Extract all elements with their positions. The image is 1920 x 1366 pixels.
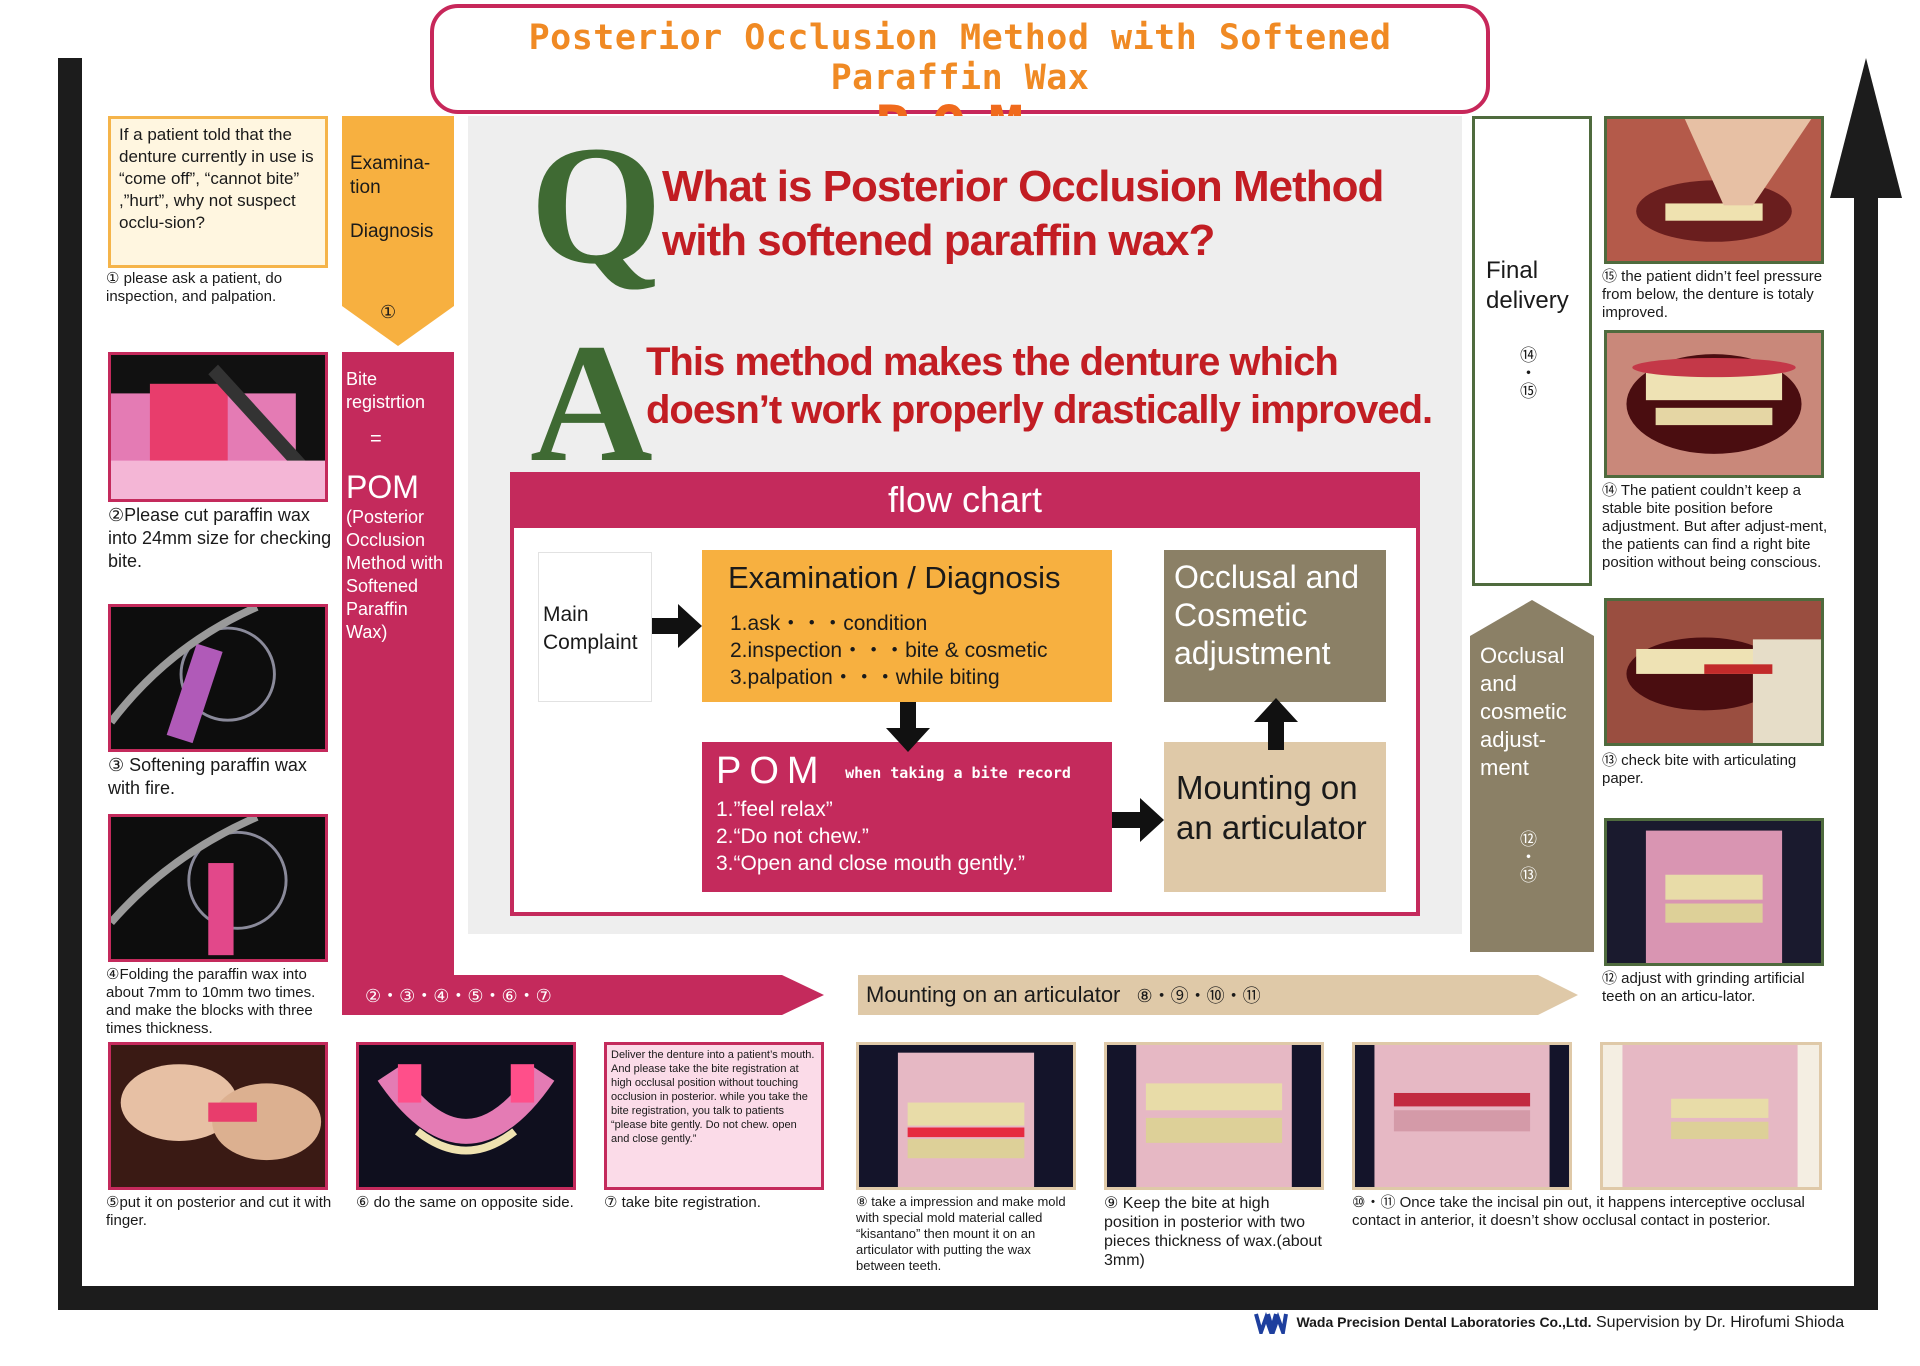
- flow-pom: POM when taking a bite record 1.”feel re…: [702, 742, 1112, 892]
- flow-exam-item: 2.inspection・・・bite & cosmetic: [730, 639, 1048, 662]
- caption-step-9: ⑨ Keep the bite at high position in post…: [1104, 1195, 1322, 1269]
- footer-company: Wada Precision Dental Laboratories Co.,L…: [1296, 1314, 1592, 1330]
- flow-pom-subtitle: when taking a bite record: [845, 763, 1071, 782]
- stage-exam-arrow: [342, 116, 454, 346]
- flow-arrow-right-icon: [652, 604, 702, 648]
- stage-mounting-label: Mounting on an articulator ⑧・⑨・⑩・⑪: [866, 982, 1261, 1008]
- flow-arrow-up-icon: [1254, 698, 1298, 750]
- stage-bite-bar: [342, 352, 454, 1012]
- flow-exam-item: 1.ask・・・condition: [730, 612, 928, 635]
- a-letter: A: [530, 309, 653, 497]
- caption-step-2: ②Please cut paraffin wax into 24mm size …: [108, 505, 332, 571]
- photo-open-mouth: [1604, 330, 1824, 478]
- flow-exam-diagnosis: Examination / Diagnosis 1.ask・・・conditio…: [702, 550, 1112, 702]
- photo-posterior-contact: [1600, 1042, 1822, 1190]
- frame-bottom-bar: [58, 1286, 1878, 1310]
- caption-step-4: ④Folding the paraffin wax into about 7mm…: [106, 966, 316, 1037]
- bite-registration-note: Deliver the denture into a patient’s mou…: [604, 1042, 824, 1190]
- stage-occlusal-label: Occlusal and cosmetic adjust-ment: [1480, 643, 1567, 780]
- stage-bite-pom: POM: [346, 469, 419, 505]
- photo-mold-mount: [856, 1042, 1076, 1190]
- flow-pom-item: 3.“Open and close mouth gently.”: [716, 851, 1025, 875]
- flow-exam-title: Examination / Diagnosis: [728, 560, 1061, 595]
- frame-left-bar: [58, 58, 82, 1310]
- stage-exam-label-1: Examina-tion: [350, 153, 431, 198]
- photo-high-bite: [1104, 1042, 1324, 1190]
- caption-step-13: ⑬ check bite with articulating paper.: [1602, 752, 1797, 787]
- caption-step-15: ⑮ the patient didn’t feel pressure from …: [1602, 268, 1823, 321]
- photo-fold-wax: [108, 814, 328, 962]
- caption-step-6: ⑥ do the same on opposite side.: [356, 1194, 574, 1211]
- stage-exam-label: Examina-tion Diagnosis: [350, 152, 450, 244]
- photo-cut-wax: [108, 352, 328, 502]
- question-text: What is Posterior Occlusion Method with …: [662, 162, 1384, 265]
- frame-right-bar: [1854, 150, 1878, 1310]
- stage-bite-label: Bite registrtion = POM (Posterior Occlus…: [346, 368, 450, 644]
- q-letter: Q: [530, 111, 663, 299]
- stage-occlusal-number-dot: ・: [1520, 848, 1537, 868]
- stage-exam-number: ①: [380, 302, 397, 323]
- caption-step-14: ⑭ The patient couldn’t keep a stable bit…: [1602, 482, 1828, 571]
- stage-bite-title: Bite registrtion: [346, 369, 426, 412]
- stage-final-number-b: ⑮: [1520, 382, 1537, 402]
- answer-text: This method makes the denture which does…: [646, 340, 1433, 432]
- flow-chart-header: flow chart: [510, 472, 1420, 528]
- stage-occlusal-number-a: ⑫: [1520, 830, 1537, 850]
- flow-pom-item: 1.”feel relax”: [716, 797, 833, 821]
- stage-mounting-title: Mounting on an articulator: [866, 982, 1121, 1007]
- photo-opposite-side: [356, 1042, 576, 1190]
- photo-cut-with-finger: [108, 1042, 328, 1190]
- stage-exam-label-2: Diagnosis: [350, 221, 434, 242]
- title-box: Posterior Occlusion Method with Softened…: [430, 4, 1490, 156]
- footer: Wada Precision Dental Laboratories Co.,L…: [1254, 1310, 1844, 1335]
- footer-supervision: Supervision by Dr. Hirofumi Shioda: [1596, 1314, 1845, 1331]
- stage-bite-pom-full: (Posterior Occlusion Method with Softene…: [346, 507, 444, 642]
- stage-final-number-a: ⑭: [1520, 346, 1537, 366]
- caption-step-1: ① please ask a patient, do inspection, a…: [106, 270, 283, 305]
- frame-up-arrow-icon: [1830, 58, 1902, 198]
- flow-mounting: Mounting on an articulator: [1164, 742, 1386, 892]
- flow-pom-item: 2.“Do not chew.”: [716, 824, 869, 848]
- stage-occlusal-number: ⑫ ・ ⑬: [1520, 826, 1537, 890]
- photo-patient-finger: [1604, 116, 1824, 264]
- caption-step-8: ⑧ take a impression and make mold with s…: [856, 1194, 1066, 1273]
- stage-final-number: ⑭ ・ ⑮: [1520, 342, 1537, 406]
- stage-bite-equals: =: [370, 428, 382, 450]
- flow-main-complaint: Main Complaint: [538, 552, 652, 702]
- flow-pom-title: POM: [716, 750, 827, 792]
- intro-question-box: If a patient told that the denture curre…: [108, 116, 328, 268]
- photo-grinding-teeth: [1604, 818, 1824, 966]
- stage-final-label: Final delivery: [1486, 257, 1569, 314]
- stage-occlusal-arrow: [1470, 600, 1594, 952]
- stage-bite-arrow: [342, 975, 824, 1015]
- stage-final-number-dot: ・: [1520, 364, 1537, 384]
- caption-step-3: ③ Softening paraffin wax with fire.: [108, 755, 307, 798]
- stage-bite-steps: ②・③・④・⑤・⑥・⑦: [365, 986, 552, 1006]
- stage-mounting-arrow: [858, 975, 1578, 1015]
- stage-mounting-steps: ⑧・⑨・⑩・⑪: [1136, 986, 1261, 1006]
- photo-incisal-pin-out: [1352, 1042, 1572, 1190]
- caption-step-10-11: ⑩・⑪ Once take the incisal pin out, it ha…: [1352, 1194, 1805, 1229]
- company-logo-icon: [1254, 1311, 1288, 1334]
- flow-arrow-right-icon: [1112, 798, 1164, 842]
- flow-occlusal-adjustment: Occlusal and Cosmetic adjustment: [1164, 550, 1386, 702]
- flow-exam-item: 3.palpation・・・while biting: [730, 666, 1000, 689]
- photo-soften-wax: [108, 604, 328, 752]
- stage-final-box: [1472, 116, 1592, 586]
- flow-arrow-down-icon: [886, 702, 930, 752]
- photo-articulating-paper: [1604, 598, 1824, 746]
- caption-step-5: ⑤put it on posterior and cut it with fin…: [106, 1194, 332, 1229]
- caption-step-12: ⑫ adjust with grinding artificial teeth …: [1602, 970, 1805, 1005]
- stage-occlusal-number-b: ⑬: [1520, 866, 1537, 886]
- page-title: Posterior Occlusion Method with Softened…: [528, 18, 1392, 98]
- caption-step-7: ⑦ take bite registration.: [604, 1194, 761, 1211]
